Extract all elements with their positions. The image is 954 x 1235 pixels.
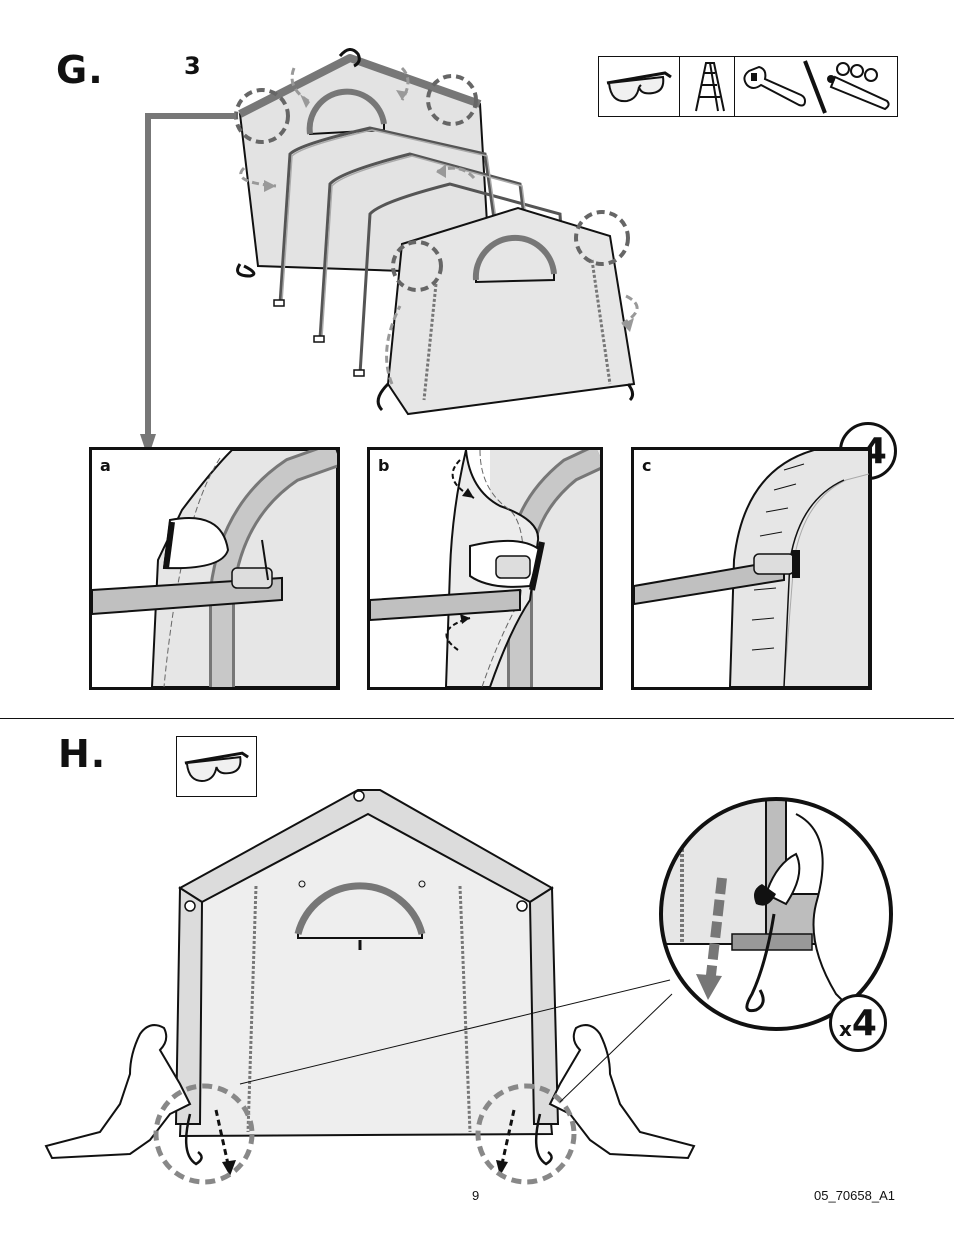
socket-wrench-icon bbox=[827, 63, 889, 109]
page-number: 9 bbox=[472, 1188, 479, 1203]
detail-leader-arrow bbox=[140, 108, 240, 460]
detail-panel-b: b bbox=[367, 447, 603, 690]
step-ladder-icon bbox=[680, 57, 735, 116]
detail-label-b: b bbox=[378, 456, 389, 475]
adjustable-wrench-icon bbox=[744, 67, 805, 106]
shelter-front-tie-down-illustration bbox=[40, 784, 700, 1194]
detail-label-c: c bbox=[642, 456, 651, 475]
wrench-tools-icon bbox=[735, 57, 899, 116]
detail-panel-c: c bbox=[631, 447, 872, 690]
step-g-letter: G. bbox=[56, 48, 104, 92]
detail-label-a: a bbox=[100, 456, 111, 475]
section-divider bbox=[0, 718, 954, 719]
document-code: 05_70658_A1 bbox=[814, 1188, 895, 1203]
step-h-letter: H. bbox=[58, 732, 106, 776]
detail-panel-a: a bbox=[89, 447, 340, 690]
